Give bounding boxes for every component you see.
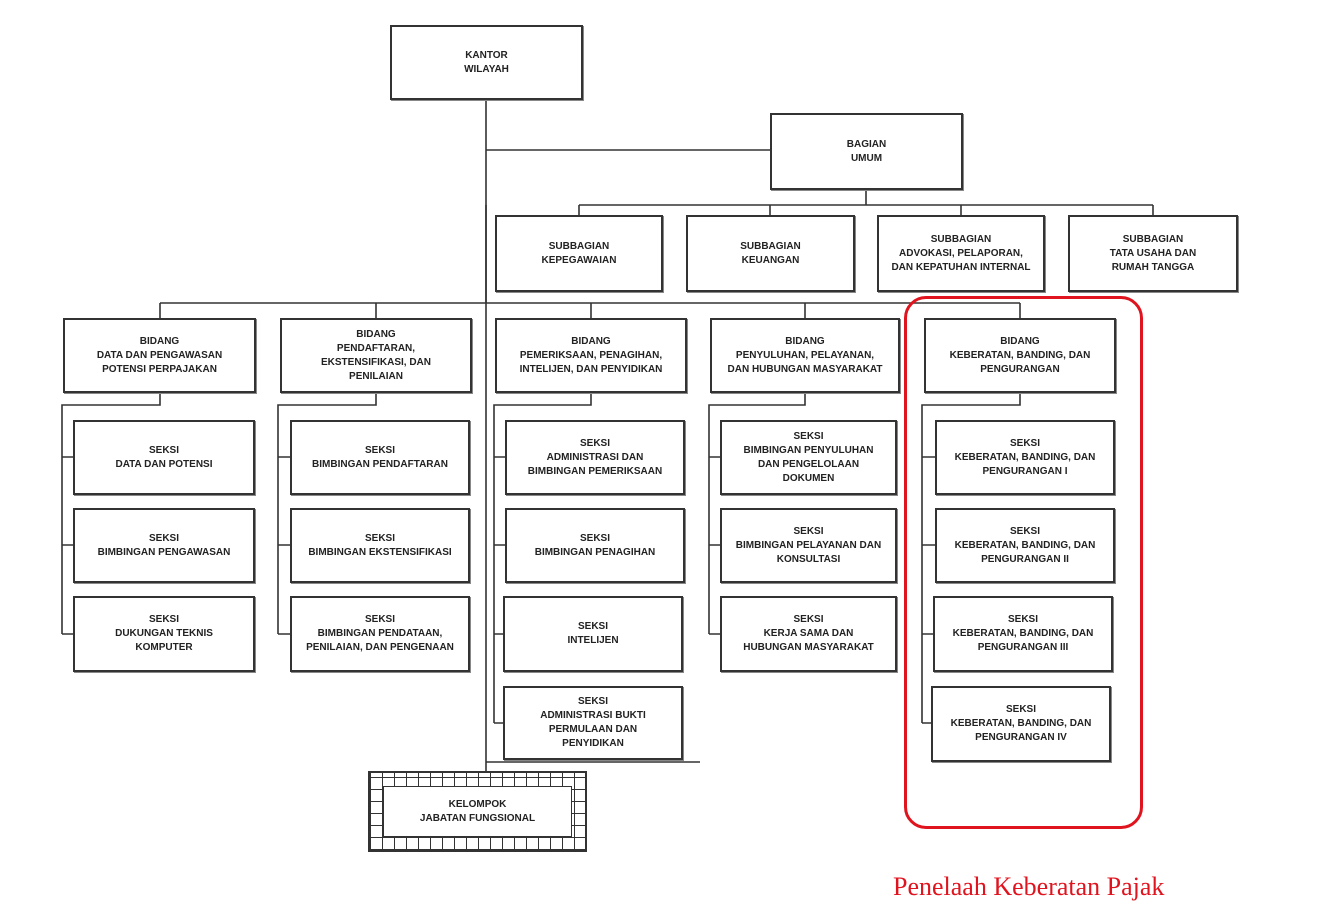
seksi-box: SEKSI BIMBINGAN PENGAWASAN xyxy=(73,508,255,583)
subbagian-box: SUBBAGIAN ADVOKASI, PELAPORAN, DAN KEPAT… xyxy=(877,215,1045,292)
seksi-box: SEKSI KERJA SAMA DAN HUBUNGAN MASYARAKAT xyxy=(720,596,897,672)
seksi-box: SEKSI KEBERATAN, BANDING, DAN PENGURANGA… xyxy=(935,420,1115,495)
seksi-box: SEKSI DATA DAN POTENSI xyxy=(73,420,255,495)
seksi-box: SEKSI BIMBINGAN PENDATAAN, PENILAIAN, DA… xyxy=(290,596,470,672)
bidang-box: BIDANG PENYULUHAN, PELAYANAN, DAN HUBUNG… xyxy=(710,318,900,393)
seksi-box: SEKSI DUKUNGAN TEKNIS KOMPUTER xyxy=(73,596,255,672)
seksi-box: SEKSI KEBERATAN, BANDING, DAN PENGURANGA… xyxy=(931,686,1111,762)
kantor-wilayah-box: KANTOR WILAYAH xyxy=(390,25,583,100)
subbagian-box: SUBBAGIAN KEUANGAN xyxy=(686,215,855,292)
seksi-box: SEKSI BIMBINGAN PENDAFTARAN xyxy=(290,420,470,495)
kelompok-jabatan-fungsional-box: KELOMPOK JABATAN FUNGSIONAL xyxy=(368,771,587,852)
bidang-box: BIDANG PEMERIKSAAN, PENAGIHAN, INTELIJEN… xyxy=(495,318,687,393)
bidang-box: BIDANG PENDAFTARAN, EKSTENSIFIKASI, DAN … xyxy=(280,318,472,393)
seksi-box: SEKSI ADMINISTRASI BUKTI PERMULAAN DAN P… xyxy=(503,686,683,760)
caption: Penelaah Keberatan Pajak xyxy=(893,872,1165,901)
seksi-box: SEKSI ADMINISTRASI DAN BIMBINGAN PEMERIK… xyxy=(505,420,685,495)
bagian-umum-box: BAGIAN UMUM xyxy=(770,113,963,190)
highlight-outline xyxy=(904,296,1143,829)
seksi-box: SEKSI INTELIJEN xyxy=(503,596,683,672)
seksi-box: SEKSI KEBERATAN, BANDING, DAN PENGURANGA… xyxy=(935,508,1115,583)
bidang-box: BIDANG DATA DAN PENGAWASAN POTENSI PERPA… xyxy=(63,318,256,393)
seksi-box: SEKSI KEBERATAN, BANDING, DAN PENGURANGA… xyxy=(933,596,1113,672)
subbagian-box: SUBBAGIAN TATA USAHA DAN RUMAH TANGGA xyxy=(1068,215,1238,292)
seksi-box: SEKSI BIMBINGAN PENYULUHAN DAN PENGELOLA… xyxy=(720,420,897,495)
seksi-box: SEKSI BIMBINGAN PELAYANAN DAN KONSULTASI xyxy=(720,508,897,583)
seksi-box: SEKSI BIMBINGAN PENAGIHAN xyxy=(505,508,685,583)
kelompok-label: KELOMPOK JABATAN FUNGSIONAL xyxy=(383,786,572,837)
bidang-box: BIDANG KEBERATAN, BANDING, DAN PENGURANG… xyxy=(924,318,1116,393)
seksi-box: SEKSI BIMBINGAN EKSTENSIFIKASI xyxy=(290,508,470,583)
subbagian-box: SUBBAGIAN KEPEGAWAIAN xyxy=(495,215,663,292)
